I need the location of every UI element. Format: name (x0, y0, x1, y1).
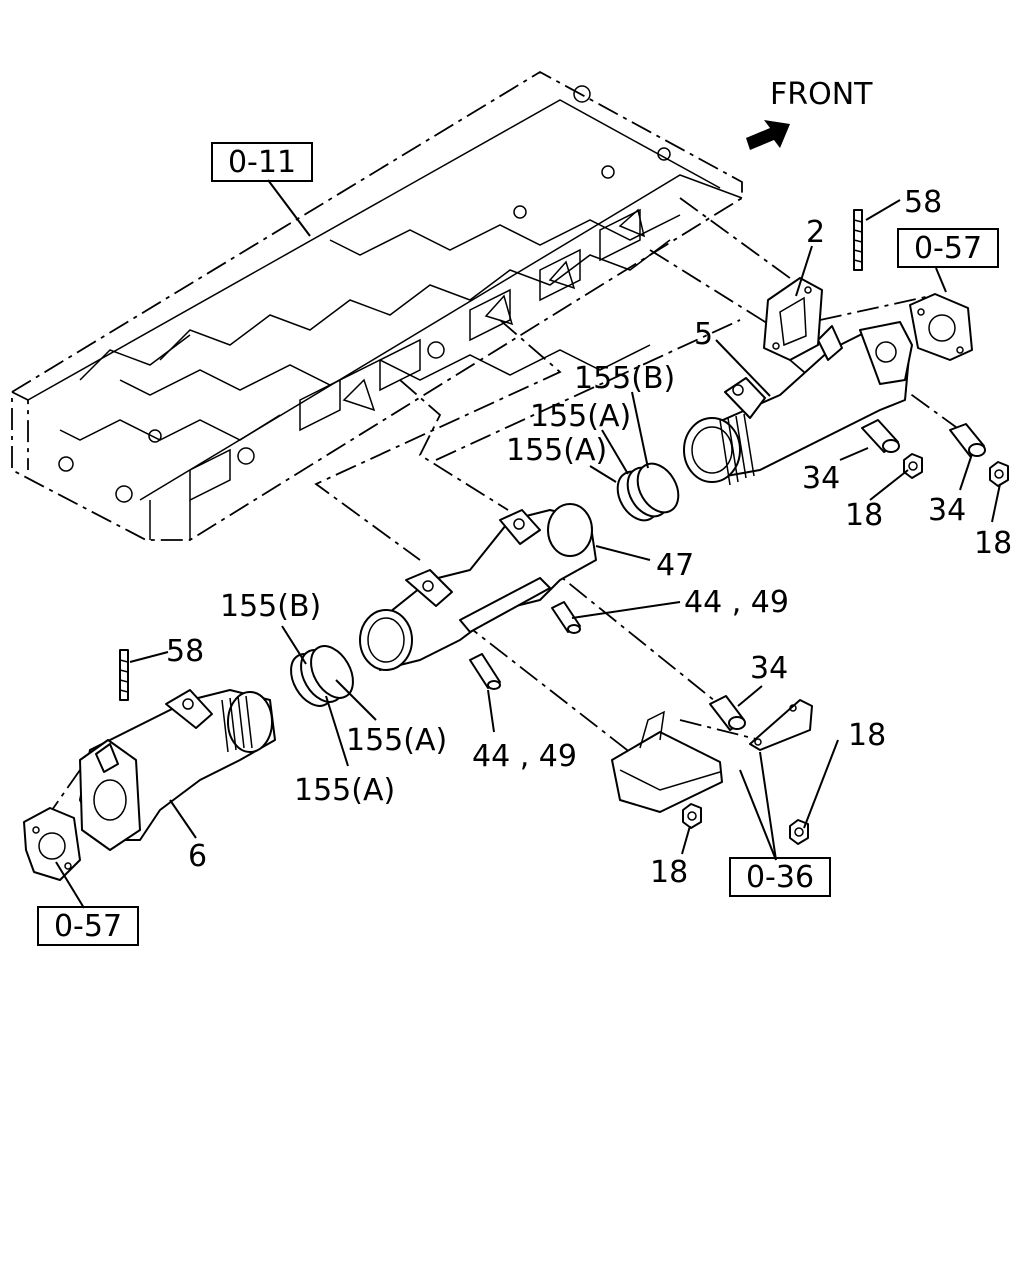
bracket-0-36 (611, 699, 813, 813)
nuts-18-low (682, 803, 809, 845)
svg-text:0-11: 0-11 (228, 145, 296, 180)
sleeves-34-right (861, 419, 986, 457)
label-58-right: 58 (904, 185, 942, 220)
label-18-right: 18 (974, 526, 1012, 561)
label-34-right: 34 (928, 493, 966, 528)
label-155a-top-1: 155(A) (530, 399, 631, 434)
gasket-left (23, 807, 81, 881)
gasket-2 (763, 277, 823, 361)
stud-58-right (853, 209, 863, 271)
label-155b-top: 155(B) (574, 361, 675, 396)
rings-155-left (290, 645, 354, 707)
label-47: 47 (656, 548, 694, 583)
label-6: 6 (188, 839, 207, 874)
stud-58-left (119, 649, 129, 701)
label-2: 2 (806, 215, 825, 250)
ref-box-0-36: 0-36 (729, 857, 831, 897)
studs-44-49 (469, 601, 581, 690)
label-58-left: 58 (166, 634, 204, 669)
label-34-low: 34 (750, 651, 788, 686)
label-18-mid: 18 (845, 498, 883, 533)
pipe-5 (683, 321, 913, 486)
cylinder-head (11, 70, 743, 541)
ref-box-0-57-right: 0-57 (897, 228, 999, 268)
sleeve-34-low (709, 695, 746, 731)
svg-text:0-36: 0-36 (746, 860, 814, 895)
ref-box-0-11: 0-11 (211, 142, 313, 182)
label-155a-left-2: 155(A) (294, 773, 395, 808)
label-155a-top-2: 155(A) (506, 433, 607, 468)
label-18-bottom: 18 (650, 855, 688, 890)
front-label: FRONT (770, 77, 873, 112)
label-155a-left-1: 155(A) (346, 723, 447, 758)
label-44-49-right: 44 , 49 (684, 585, 789, 620)
pipe-47 (359, 503, 597, 671)
label-18-low: 18 (848, 718, 886, 753)
label-5: 5 (694, 317, 713, 352)
ref-box-0-57-left: 0-57 (37, 906, 139, 946)
front-arrow-icon (746, 120, 790, 150)
svg-text:0-57: 0-57 (54, 909, 122, 944)
svg-text:0-57: 0-57 (914, 231, 982, 266)
label-44-49-left: 44 , 49 (472, 739, 577, 774)
label-155b-left: 155(B) (220, 589, 321, 624)
rings-155-top (616, 462, 680, 522)
nuts-18-right (903, 453, 1009, 487)
leader-lines (55, 179, 1001, 909)
label-34-mid: 34 (802, 461, 840, 496)
gasket-right (909, 293, 973, 361)
pipe-6 (79, 689, 276, 851)
